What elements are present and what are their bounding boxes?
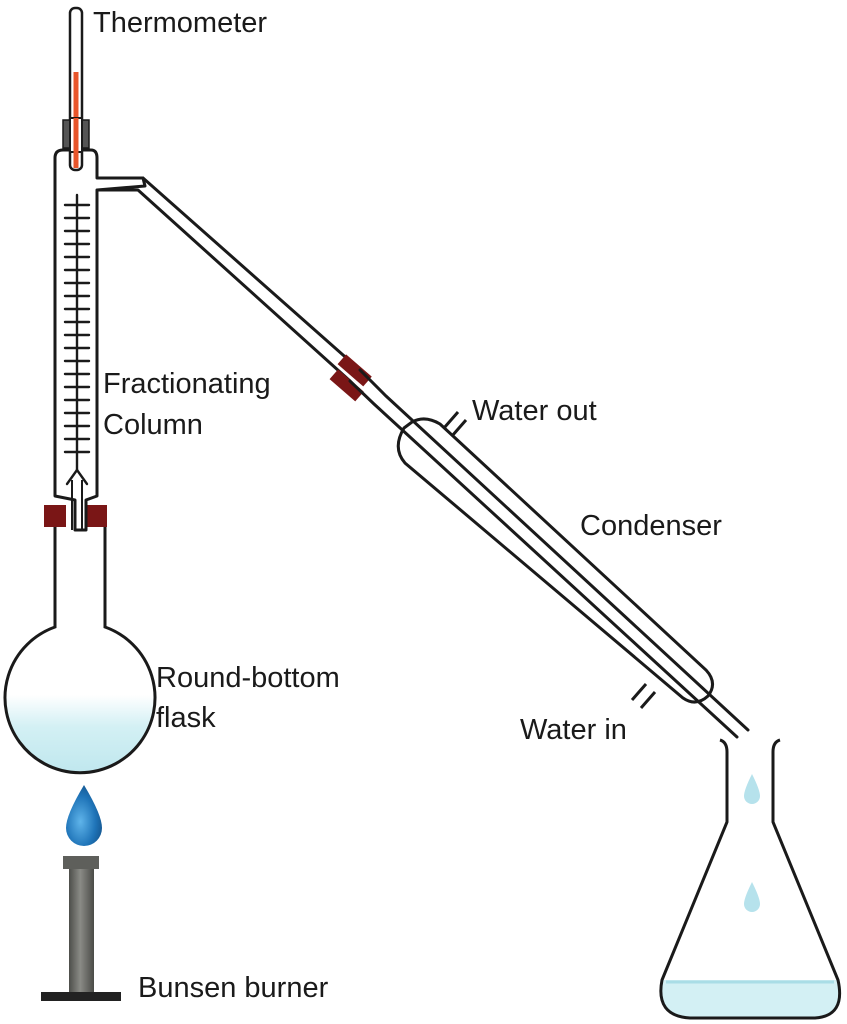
flask-stopper-right	[85, 505, 107, 527]
water-out-port	[442, 411, 468, 437]
label-water-out: Water out	[472, 395, 597, 427]
label-thermometer: Thermometer	[93, 7, 267, 39]
bunsen-burner	[41, 785, 121, 1001]
condenser-joint	[329, 354, 372, 402]
label-round-bottom-flask-line1: Round-bottom	[156, 662, 340, 694]
label-bunsen-burner: Bunsen burner	[138, 972, 329, 1004]
burner-base	[41, 992, 121, 1001]
fractionating-column	[53, 148, 147, 532]
label-fractionating-column-line2: Column	[103, 409, 203, 441]
label-fractionating-column-line1: Fractionating	[103, 368, 271, 400]
column-indentation	[75, 468, 89, 486]
receiving-flask-liquid	[660, 980, 840, 1018]
label-condenser: Condenser	[580, 510, 722, 542]
flask-glass	[3, 508, 157, 775]
water-in-port	[630, 683, 657, 709]
receiving-flask-glass	[659, 738, 842, 1020]
condenser	[348, 368, 750, 739]
flask-stopper-left	[44, 505, 66, 527]
delivery-tube	[97, 176, 361, 383]
label-water-in: Water in	[520, 714, 627, 746]
column-indentations	[63, 193, 91, 486]
column-glass	[53, 148, 147, 532]
receiving-flask	[659, 738, 842, 1020]
burner-top	[63, 856, 99, 869]
label-round-bottom-flask-line2: flask	[156, 702, 216, 734]
thermometer	[62, 6, 90, 172]
condenser-jacket	[396, 417, 714, 704]
droplet-upper	[744, 774, 760, 804]
flame	[66, 785, 102, 846]
column-indentation	[65, 468, 79, 486]
droplet-lower	[744, 882, 760, 912]
round-bottom-flask	[3, 505, 157, 775]
burner-barrel	[69, 869, 94, 993]
